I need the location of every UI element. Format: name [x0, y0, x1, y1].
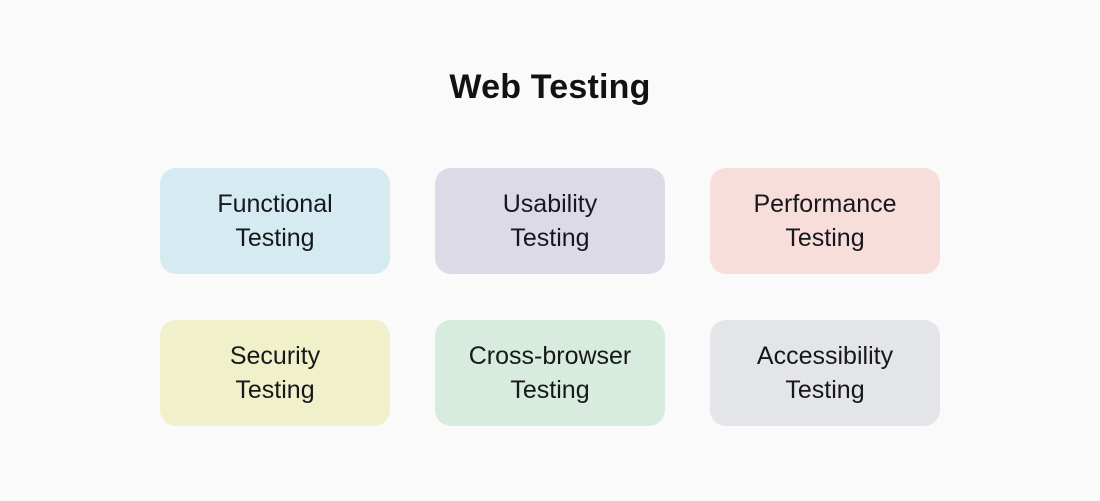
box-security-testing: Security Testing — [160, 320, 390, 426]
page-title: Web Testing — [449, 68, 651, 106]
box-usability-testing: Usability Testing — [435, 168, 665, 274]
box-performance-testing-label: Performance Testing — [753, 190, 897, 252]
box-performance-testing: Performance Testing — [710, 168, 940, 274]
box-functional-testing-label: Functional Testing — [217, 190, 333, 252]
box-accessibility-testing-label: Accessibility Testing — [756, 342, 894, 404]
box-cross-browser-testing: Cross-browser Testing — [435, 320, 665, 426]
box-accessibility-testing: Accessibility Testing — [710, 320, 940, 426]
testing-types-grid: Functional Testing Usability Testing Per… — [160, 168, 940, 426]
box-cross-browser-testing-label: Cross-browser Testing — [468, 342, 632, 404]
box-usability-testing-label: Usability Testing — [502, 190, 598, 252]
box-functional-testing: Functional Testing — [160, 168, 390, 274]
box-security-testing-label: Security Testing — [229, 342, 321, 404]
